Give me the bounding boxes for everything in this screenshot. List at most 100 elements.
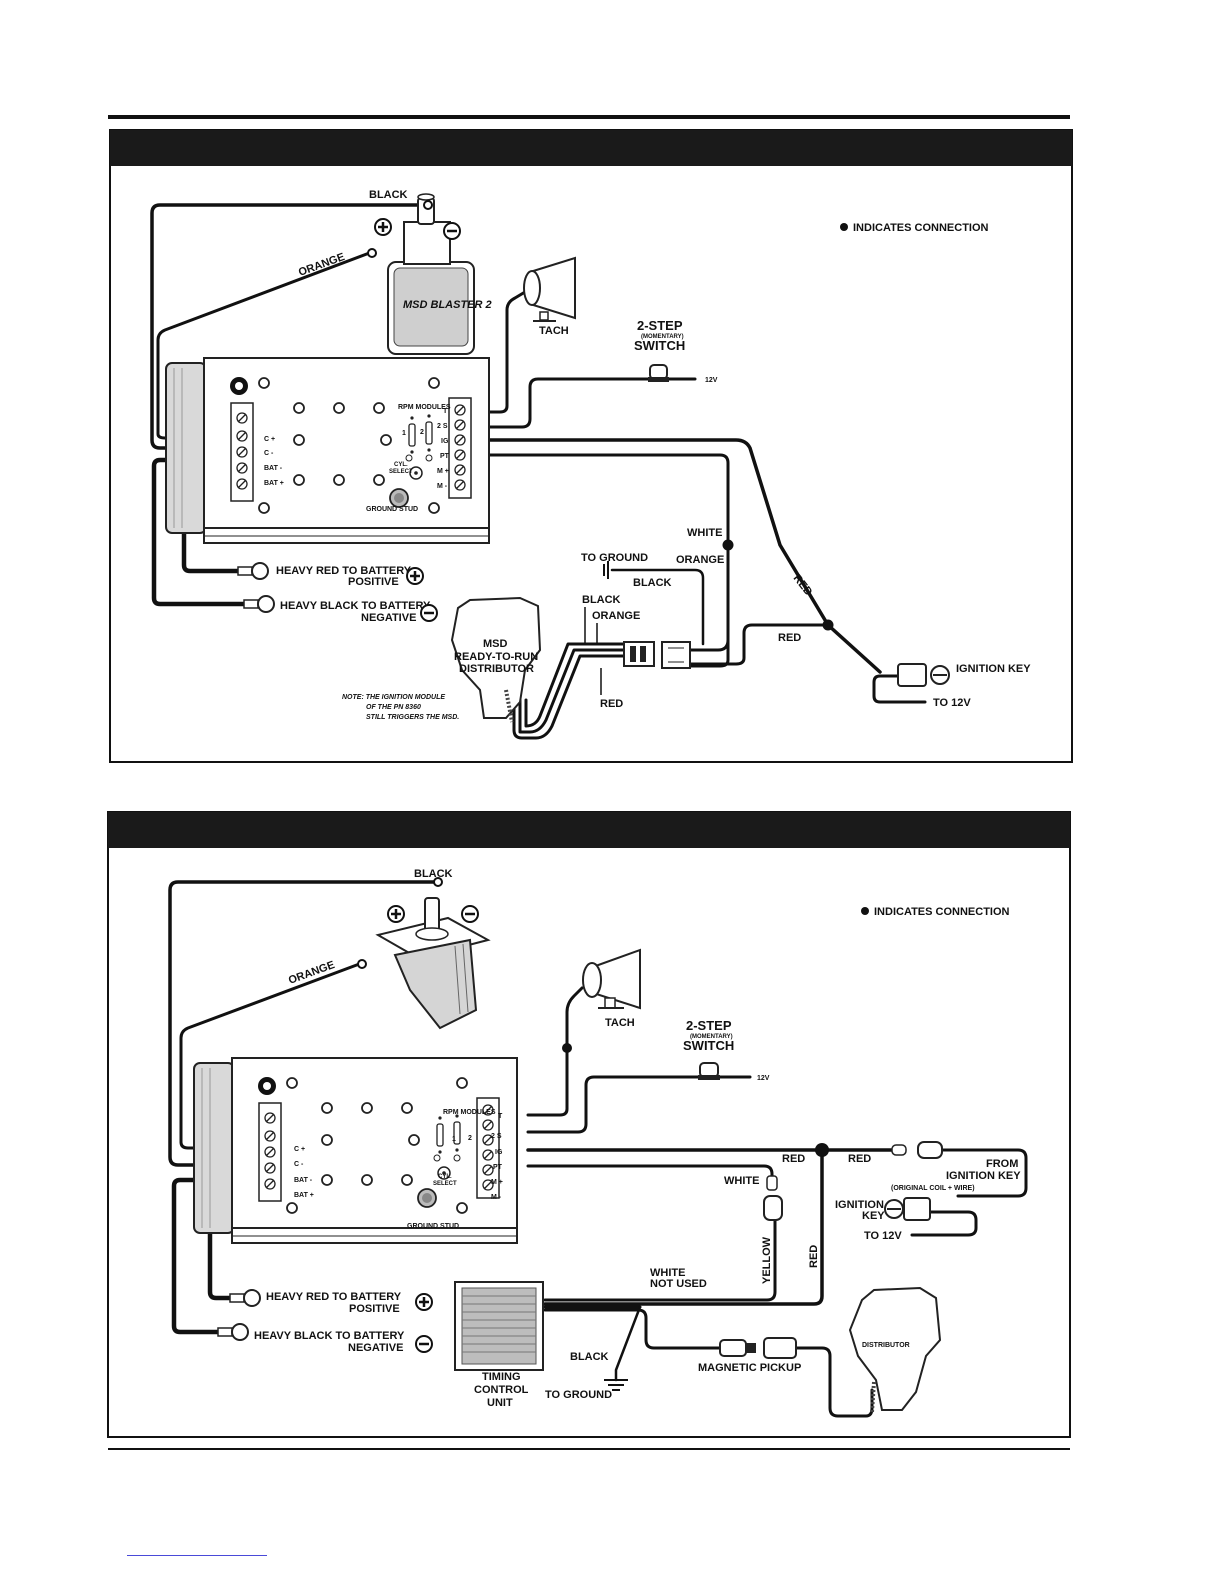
svg-text:BAT +: BAT + bbox=[264, 480, 284, 487]
left-terminal-labels-1: C + C - BAT - BAT + bbox=[264, 436, 284, 487]
top-rule bbox=[108, 115, 1070, 119]
d2-junction-tach bbox=[562, 1043, 572, 1053]
d2-battery-plus-icon bbox=[415, 1293, 433, 1311]
d1-black-ring-terminal bbox=[243, 595, 275, 613]
connection-dot-icon bbox=[840, 223, 848, 231]
d2-tach-label: TACH bbox=[605, 1017, 635, 1029]
two-step-switch-icon-2 bbox=[698, 1062, 720, 1080]
d1-note-line1: NOTE: THE IGNITION MODULE bbox=[342, 694, 445, 701]
rpm-modules-label: RPM MODULES bbox=[398, 404, 451, 411]
svg-text:M +: M + bbox=[437, 468, 449, 475]
d1-note-line3: STILL TRIGGERS THE MSD. bbox=[366, 714, 459, 721]
svg-text:2 S: 2 S bbox=[437, 423, 448, 430]
d2-positive-label: POSITIVE bbox=[349, 1303, 400, 1315]
d2-ign-key-line2: KEY bbox=[862, 1210, 885, 1222]
d2-from-line1: FROM bbox=[986, 1158, 1018, 1170]
d2-white-label: WHITE bbox=[724, 1175, 759, 1187]
ground-symbol-2 bbox=[604, 1379, 628, 1391]
magnetic-pickup-connector bbox=[719, 1337, 797, 1359]
left-terminal-labels-2: C + C - BAT - BAT + bbox=[294, 1146, 314, 1199]
svg-text:BAT -: BAT - bbox=[294, 1177, 313, 1184]
tach-icon bbox=[523, 256, 576, 322]
d1-black-label: BLACK bbox=[369, 189, 408, 201]
cyl-select-label-2-2: SELECT bbox=[433, 1181, 457, 1187]
diagram-1: INDICATES CONNECTION bbox=[109, 129, 1073, 763]
d2-switch-sub: (MOMENTARY) bbox=[690, 1034, 733, 1040]
d1-positive-label: POSITIVE bbox=[348, 576, 399, 588]
diagram-2-wires bbox=[168, 880, 1028, 1418]
diagram-1-header-bar bbox=[110, 130, 1072, 166]
svg-text:2 S: 2 S bbox=[491, 1133, 502, 1140]
d1-tach-label: TACH bbox=[539, 325, 569, 337]
d1-junction-red bbox=[822, 619, 834, 631]
d1-white-label: WHITE bbox=[687, 527, 722, 539]
coil-minus-icon bbox=[443, 222, 461, 240]
right-terminal-labels-1: T 2 S IG PT M + M - bbox=[437, 408, 450, 490]
d2-ignition-key-icon bbox=[884, 1197, 931, 1221]
d1-junction-white bbox=[722, 539, 734, 551]
cyl-select-label-1-2: CYL. bbox=[438, 1174, 452, 1180]
d1-switch-word: SWITCH bbox=[634, 338, 685, 353]
d2-switch-title: 2-STEP bbox=[686, 1018, 732, 1033]
ground-symbol-1 bbox=[603, 561, 609, 579]
svg-text:T: T bbox=[443, 408, 448, 415]
svg-text:C -: C - bbox=[264, 450, 274, 457]
svg-text:C +: C + bbox=[264, 436, 275, 443]
d2-switch-word: SWITCH bbox=[683, 1038, 734, 1053]
d2-ign-key-line1: IGNITION bbox=[835, 1199, 884, 1211]
d1-to-ground-label: TO GROUND bbox=[581, 552, 648, 564]
d1-note-line2: OF THE PN 8360 bbox=[366, 704, 421, 711]
svg-text:T: T bbox=[498, 1113, 503, 1120]
ground-stud-label: GROUND STUD bbox=[366, 506, 418, 513]
two-step-switch-icon bbox=[648, 364, 669, 382]
svg-text:M -: M - bbox=[437, 483, 448, 490]
footer-link-underline bbox=[127, 1555, 267, 1556]
d1-red-label-3: RED bbox=[600, 698, 623, 710]
module-1-label: 1 bbox=[402, 430, 406, 437]
timing-control-unit bbox=[454, 1281, 544, 1371]
right-terminal-labels-2: T 2 S IG PT M + M - bbox=[491, 1113, 503, 1201]
svg-text:PT: PT bbox=[440, 453, 450, 460]
d2-from-line2: IGNITION KEY bbox=[946, 1170, 1021, 1182]
d1-ignition-key-icon bbox=[897, 663, 950, 687]
d1-dist-line3: DISTRIBUTOR bbox=[459, 663, 534, 675]
d2-tcu-line2: CONTROL bbox=[474, 1384, 529, 1396]
coil-brand: MSD BLASTER 2 bbox=[403, 299, 492, 311]
ground-stud-label-2: GROUND STUD bbox=[407, 1223, 459, 1230]
d1-harness-connector bbox=[623, 641, 691, 669]
d2-white-yellow-connector bbox=[763, 1175, 783, 1221]
d2-red-label-a: RED bbox=[782, 1153, 805, 1165]
d2-from-line3: (ORIGINAL COIL + WIRE) bbox=[891, 1185, 975, 1192]
cyl-select-label-1: CYL. bbox=[394, 462, 408, 468]
d2-red-vertical-label: RED bbox=[808, 1245, 820, 1268]
ecore-coil bbox=[375, 897, 491, 1030]
d2-yellow-label: YELLOW bbox=[761, 1236, 773, 1284]
tach-icon-2 bbox=[582, 948, 641, 1010]
d1-orange-label-3: ORANGE bbox=[592, 610, 640, 622]
d2-mag-pickup-label: MAGNETIC PICKUP bbox=[698, 1362, 801, 1374]
cyl-select-label-2: SELECT bbox=[389, 469, 413, 475]
d2-white-not-used-1: WHITE bbox=[650, 1267, 685, 1279]
svg-text:M -: M - bbox=[491, 1194, 502, 1201]
rpm-modules-label-2: RPM MODULES bbox=[443, 1109, 496, 1116]
svg-text:IG: IG bbox=[441, 438, 449, 445]
d1-heavy-red-label: HEAVY RED TO BATTERY bbox=[276, 565, 412, 577]
ignition-box-1 bbox=[165, 357, 490, 544]
d2-tcu-line3: UNIT bbox=[487, 1397, 513, 1409]
module-1-label-2: 1 bbox=[452, 1136, 456, 1143]
svg-text:M +: M + bbox=[491, 1179, 503, 1186]
svg-text:C +: C + bbox=[294, 1146, 305, 1153]
connection-dot-icon-2 bbox=[861, 907, 869, 915]
svg-text:PT: PT bbox=[493, 1164, 503, 1171]
bottom-rule bbox=[108, 1448, 1070, 1450]
d1-dist-line2: READY-TO-RUN bbox=[454, 651, 538, 663]
d2-distributor bbox=[848, 1286, 942, 1413]
ignition-box-2 bbox=[193, 1057, 518, 1244]
legend-text: INDICATES CONNECTION bbox=[853, 222, 989, 234]
d2-battery-minus-icon bbox=[415, 1335, 433, 1353]
d2-distributor-label: DISTRIBUTOR bbox=[862, 1342, 910, 1349]
svg-text:BAT +: BAT + bbox=[294, 1192, 314, 1199]
d1-battery-minus-icon bbox=[420, 604, 438, 622]
